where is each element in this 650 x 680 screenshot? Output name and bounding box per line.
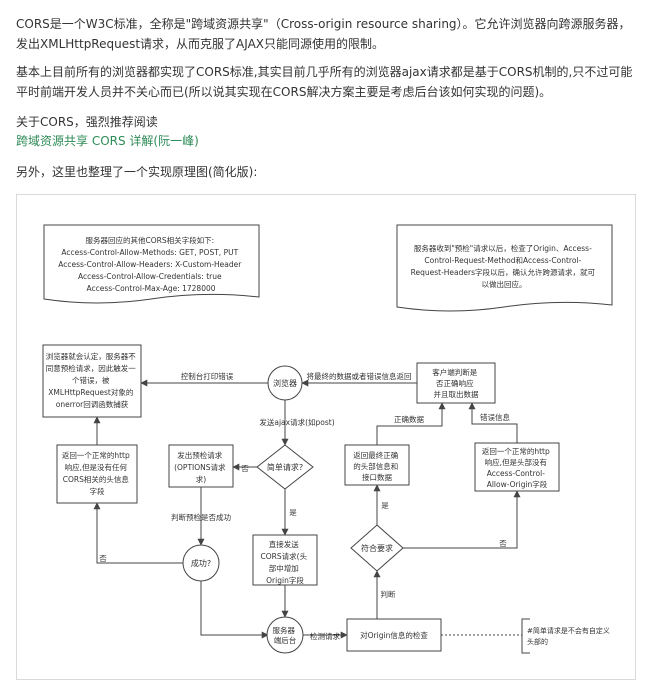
simple-request-label: 简单请求? xyxy=(267,462,303,472)
console-error-label: 控制台打印错误 xyxy=(181,371,234,381)
recommend-reading-text: 关于CORS，强烈推荐阅读 xyxy=(16,115,158,129)
arrow-success-to-server xyxy=(200,581,269,639)
server-node-text: 服务器 端后台 xyxy=(273,625,298,645)
cors-flow-diagram-svg: 服务器回应的其他CORS相关字段如下: Access-Control-Allow… xyxy=(42,224,613,654)
check-request-label: 检测请求 xyxy=(310,631,340,641)
arrow-correct-to-client xyxy=(376,402,446,445)
intro-paragraph: CORS是一个W3C标准，全称是"跨域资源共享"（Cross-origin re… xyxy=(16,17,631,51)
arrow-match-no xyxy=(403,490,521,549)
return-correct-text: 返回最终正确 的头部信息和 接口数据 xyxy=(353,450,400,482)
browser-error-text: 浏览器就会认定，服务器不 同意预检请求，因此触发一 个错误，被 XMLHttpR… xyxy=(46,351,138,409)
yes-label-2: 是 xyxy=(381,501,389,510)
normal-no-origin-text: 返回一个正常的http 响应,但是头部没有 Access-Control- Al… xyxy=(482,446,552,489)
judge-preflight-label: 判断预检是否成功 xyxy=(171,512,231,522)
diagram-intro-text: 另外，这里也整理了一个实现原理图(简化版): xyxy=(16,165,258,179)
normal-no-origin-box xyxy=(474,442,560,492)
simple-request-note: #简单请求是不会有自定义 头部的 xyxy=(527,626,612,646)
yes-label-1: 是 xyxy=(289,508,297,517)
cors-flow-diagram: 服务器回应的其他CORS相关字段如下: Access-Control-Allow… xyxy=(16,194,636,680)
server-node xyxy=(266,616,304,654)
match-label: 符合要求 xyxy=(361,543,393,553)
preflight-text: 发出预检请求 (OPTIONS请求 求) xyxy=(174,450,228,484)
note-bracket xyxy=(521,618,530,654)
match-decision xyxy=(350,524,404,572)
origin-check-box xyxy=(346,618,442,652)
browser-error-box xyxy=(42,344,142,418)
note-right-shape xyxy=(396,224,613,312)
cors-support-paragraph: 基本上目前所有的浏览器都实现了CORS标准,其实目前几乎所有的浏览器ajax请求… xyxy=(16,65,633,99)
recommend-link-line: 跨域资源共享 CORS 详解(阮一峰) xyxy=(16,131,638,151)
browser-node-label: 浏览器 xyxy=(273,378,297,388)
direct-cors-text: 直接发送 CORS请求(头 部中增加 Origin字段 xyxy=(261,539,310,585)
client-judge-text: 客户端判断是 否正确响应 并且取出数据 xyxy=(432,367,479,399)
success-label: 成功? xyxy=(191,558,211,568)
return-correct-box xyxy=(344,444,410,486)
no-label-2: 否 xyxy=(499,539,507,548)
return-final-label: 将最终的数据或者错误信息返回 xyxy=(307,371,412,381)
origin-check-text: 对Origin信息的检查 xyxy=(360,630,428,640)
arrow-no-origin-to-client xyxy=(468,402,518,443)
note-left-shape xyxy=(43,224,260,304)
note-right-text: 服务器收到"预检"请求以后，检查了Origin、Access- Control-… xyxy=(411,243,598,289)
send-ajax-label: 发送ajax请求(如post) xyxy=(259,417,334,427)
normal-no-cors-text: 返回一个正常的http 响应,但是没有任何 CORS相关的头信息 字段 xyxy=(62,450,132,496)
no-label-3: 否 xyxy=(99,554,107,563)
preflight-box xyxy=(168,444,234,488)
client-judge-box xyxy=(416,362,496,404)
arrow-success-no xyxy=(93,502,183,564)
error-info-label: 错误信息 xyxy=(480,412,510,422)
no-label-1: 否 xyxy=(241,464,249,473)
ruanyifeng-cors-link[interactable]: 跨域资源共享 CORS 详解(阮一峰) xyxy=(16,134,199,148)
note-left-text: 服务器回应的其他CORS相关字段如下: Access-Control-Allow… xyxy=(58,235,244,293)
direct-cors-box xyxy=(252,534,318,586)
correct-data-label: 正确数据 xyxy=(394,414,424,424)
judge-label: 判断 xyxy=(381,589,396,599)
